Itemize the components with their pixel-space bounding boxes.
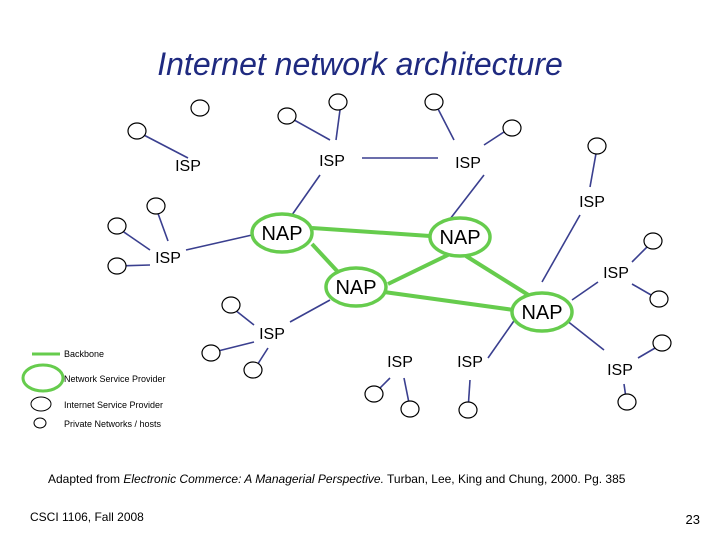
host-node <box>221 296 241 314</box>
legend-private-label: Private Networks / hosts <box>64 419 162 429</box>
private-hosts <box>107 93 672 419</box>
footer-course: CSCI 1106, Fall 2008 <box>30 510 144 524</box>
isp-label: ISP <box>259 326 285 343</box>
nap-label: NAP <box>439 227 480 249</box>
host-node <box>587 137 607 155</box>
host-node <box>502 119 522 137</box>
host-node <box>458 401 478 419</box>
nap-label: NAP <box>521 302 562 324</box>
node-labels: ISP ISP ISP ISP ISP ISP ISP ISP ISP ISP … <box>155 153 633 379</box>
legend-nsp-label: Network Service Provider <box>64 374 166 384</box>
backbone-nap-nap-bottom <box>383 290 515 312</box>
isp-label: ISP <box>155 250 181 267</box>
citation-suffix: Turban, Lee, King and Chung, 2000. Pg. 3… <box>383 472 626 486</box>
isp-label: ISP <box>455 155 481 172</box>
citation-prefix: Adapted from <box>48 472 124 486</box>
legend: Backbone Network Service Provider Intern… <box>21 349 166 429</box>
link <box>435 104 455 141</box>
isp-label: ISP <box>319 153 345 170</box>
host-node <box>107 257 127 275</box>
isp-label: ISP <box>175 158 201 175</box>
link <box>335 109 341 141</box>
isp-label: ISP <box>457 354 483 371</box>
isp-label: ISP <box>607 362 633 379</box>
host-node <box>652 334 672 352</box>
backbone-links <box>310 226 532 312</box>
host-node <box>643 232 663 250</box>
host-node <box>400 400 420 418</box>
host-node <box>277 107 297 125</box>
nap-label: NAP <box>261 223 302 245</box>
backbone-nap-nap-center <box>387 250 455 286</box>
nap-label: NAP <box>335 277 376 299</box>
host-node <box>617 393 637 411</box>
host-node <box>146 197 166 215</box>
link <box>289 299 331 323</box>
legend-nsp-swatch <box>21 363 65 393</box>
host-node <box>649 290 669 308</box>
nsp-nodes <box>250 212 574 333</box>
host-node <box>328 93 348 111</box>
nap-node <box>250 212 314 254</box>
host-node <box>243 361 263 379</box>
legend-private-swatch <box>33 417 47 429</box>
isp-label: ISP <box>603 265 629 282</box>
citation-book: Electronic Commerce: A Managerial Perspe… <box>123 472 384 486</box>
legend-isp-swatch <box>30 396 52 412</box>
link <box>541 214 581 283</box>
host-node <box>107 217 127 235</box>
backbone-nap-nap-right <box>464 254 532 298</box>
backbone-nap-nap-left <box>310 242 340 274</box>
link <box>571 281 599 301</box>
nap-node <box>324 266 388 308</box>
host-node <box>364 385 384 403</box>
citation: Adapted from Electronic Commerce: A Mana… <box>48 472 625 486</box>
host-node <box>424 93 444 111</box>
page-number: 23 <box>685 512 700 527</box>
link <box>137 131 189 159</box>
slide-title: Internet network architecture <box>157 46 563 82</box>
host-node <box>127 122 147 140</box>
legend-backbone-label: Backbone <box>64 349 104 359</box>
host-node <box>190 99 210 117</box>
nap-node <box>510 291 574 333</box>
isp-label: ISP <box>579 194 605 211</box>
link <box>213 341 255 353</box>
legend-isp-label: Internet Service Provider <box>64 400 163 410</box>
backbone-nap-nap-top <box>311 226 431 238</box>
link <box>565 319 605 351</box>
link <box>487 317 517 359</box>
host-node <box>201 344 221 362</box>
nap-node <box>428 216 492 258</box>
link <box>185 234 253 251</box>
isp-label: ISP <box>387 354 413 371</box>
